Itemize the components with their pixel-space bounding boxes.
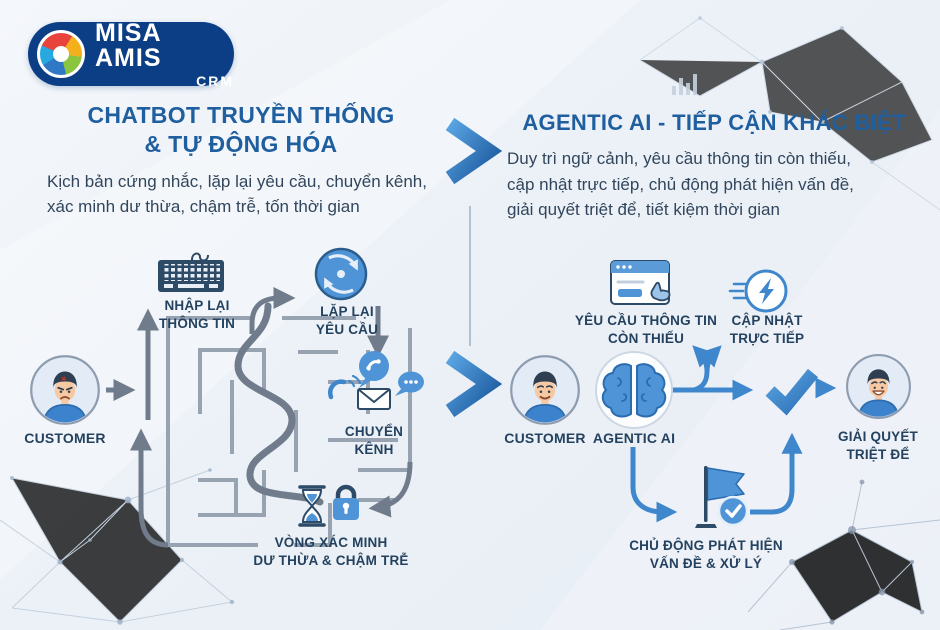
label-line: NHẬP LẠI <box>164 298 230 313</box>
lock-icon <box>333 484 359 520</box>
big-checkmark-icon <box>765 368 819 416</box>
label-line: CẬP NHẬT <box>731 313 803 328</box>
network-dots <box>698 16 874 164</box>
maze-winding-path <box>234 302 324 506</box>
label-agentic-ai: AGENTIC AI <box>593 429 675 447</box>
pointer-hand-icon <box>650 281 671 302</box>
left-title-line1: CHATBOT TRUYỀN THỐNG <box>87 102 395 128</box>
left-title-line2: & TỰ ĐỘNG HÓA <box>144 131 338 158</box>
chevron-right-icon <box>445 350 503 418</box>
label-line: DƯ THỪA & CHẬM TRỄ <box>253 552 409 568</box>
customer-avatar-happy <box>846 354 911 419</box>
proactive-down-arrow <box>630 447 678 523</box>
right-description-line3: giải quyết triệt để, tiết kiệm thời gian <box>507 200 780 220</box>
label-verification-loop: VÒNG XÁC MINH DƯ THỪA & CHẬM TRỄ <box>253 534 408 569</box>
right-panel-description: Duy trì ngữ cảnh, yêu cầu thông tin còn … <box>498 146 930 223</box>
agent-flow-lines <box>630 345 837 523</box>
right-panel-title: AGENTIC AI - TIẾP CẬN KHÁC BIỆT <box>522 110 906 135</box>
branch-arrow-right <box>699 345 722 372</box>
label-proactive: CHỦ ĐỘNG PHÁT HIỆN VẤN ĐỀ & XỬ LÝ <box>629 537 783 572</box>
misa-amis-logo: MISA AMIS CRM <box>28 18 234 89</box>
label-repeat-request: LẶP LẠI YÊU CẦU <box>316 303 378 338</box>
branch-stem <box>693 370 710 393</box>
proactive-return-arrow <box>750 432 803 515</box>
label-switch-channel: CHUYỂN KÊNH <box>345 423 403 458</box>
label-line: AGENTIC AI <box>592 430 676 446</box>
label-request-missing-info: YÊU CẦU THÔNG TIN CÒN THIẾU <box>575 312 717 347</box>
maze-arrows <box>129 286 413 548</box>
right-panel-header: AGENTIC AI - TIẾP CẬN KHÁC BIỆT Duy trì … <box>498 109 930 223</box>
label-line: VẤN ĐỀ & XỬ LÝ <box>649 555 763 571</box>
right-description-line2: cập nhật trực tiếp, chủ động phát hiện v… <box>507 174 854 194</box>
label-line: CUSTOMER <box>24 430 106 446</box>
label-line: TRỰC TIẾP <box>729 330 805 346</box>
left-panel-header: CHATBOT TRUYỀN THỐNG & TỰ ĐỘNG HÓA Kịch … <box>40 101 442 220</box>
keyboard-icon <box>158 252 224 292</box>
phone-bubble-icon <box>359 351 389 388</box>
phone-handset-icon <box>328 374 362 400</box>
lightning-icon <box>728 269 788 313</box>
label-line: TRIỆT ĐỂ <box>846 446 910 462</box>
label-line: CÒN THIẾU <box>607 330 685 346</box>
label-line: LẶP LẠI <box>320 304 374 319</box>
logo-product: CRM <box>196 72 234 89</box>
right-flow-diagram <box>595 260 837 528</box>
chat-dots-icon <box>395 371 424 396</box>
network-dots <box>10 468 235 625</box>
customer-avatar-neutral <box>510 355 580 425</box>
label-customer-left: CUSTOMER <box>24 429 105 447</box>
flag-icon <box>695 466 749 528</box>
label-line: CHỦ ĐỘNG PHÁT HIỆN <box>629 538 783 553</box>
bar-chart-decoration <box>672 74 697 95</box>
label-reenter-info: NHẬP LẠI THÔNG TIN <box>159 297 235 332</box>
label-line: CUSTOMER <box>504 430 586 446</box>
left-panel-description: Kịch bản cứng nhắc, lặp lại yêu cầu, chu… <box>40 169 442 220</box>
label-resolve: GIẢI QUYẾT TRIỆT ĐỂ <box>838 428 918 463</box>
label-line: CHUYỂN <box>344 424 404 439</box>
left-description-line2: xác minh dư thừa, chậm trễ, tốn thời gia… <box>47 197 360 217</box>
hourglass-icon <box>298 485 326 527</box>
network-dots <box>789 479 925 625</box>
left-flow-diagram <box>106 247 424 548</box>
label-line: VÒNG XÁC MINH <box>274 535 388 550</box>
brain-icon <box>595 351 673 429</box>
left-description-line1: Kịch bản cứng nhắc, lặp lại yêu cầu, chu… <box>47 171 427 191</box>
envelope-icon <box>357 388 391 410</box>
label-line: GIẢI QUYẾT <box>837 429 919 444</box>
label-line: YÊU CẦU THÔNG TIN <box>574 313 718 328</box>
chevron-right-icon <box>445 117 503 185</box>
right-description-line1: Duy trì ngữ cảnh, yêu cầu thông tin còn … <box>507 149 852 169</box>
label-line: YÊU CẦU <box>315 321 379 337</box>
label-line: KÊNH <box>354 441 394 457</box>
customer-avatar-angry <box>30 355 100 425</box>
misa-logo-mark-icon <box>37 30 85 78</box>
label-line: THÔNG TIN <box>158 315 236 331</box>
label-customer-right: CUSTOMER <box>504 429 585 447</box>
maze-arrow-right <box>249 286 296 334</box>
label-live-update: CẬP NHẬT TRỰC TIẾP <box>730 312 805 347</box>
maze-arrow-up <box>129 428 169 548</box>
browser-form-icon <box>610 260 671 305</box>
check-circle-icon <box>717 495 749 527</box>
maze-arrow-left <box>368 461 413 518</box>
refresh-disc-icon <box>314 247 368 301</box>
switch-channel-icons <box>328 351 424 410</box>
logo-brand: MISA AMIS <box>95 18 162 72</box>
divider <box>445 117 503 418</box>
left-panel-title: CHATBOT TRUYỀN THỐNG & TỰ ĐỘNG HÓA <box>40 101 442 160</box>
logo-text: MISA AMIS CRM <box>95 18 234 89</box>
light-streak <box>540 110 940 630</box>
